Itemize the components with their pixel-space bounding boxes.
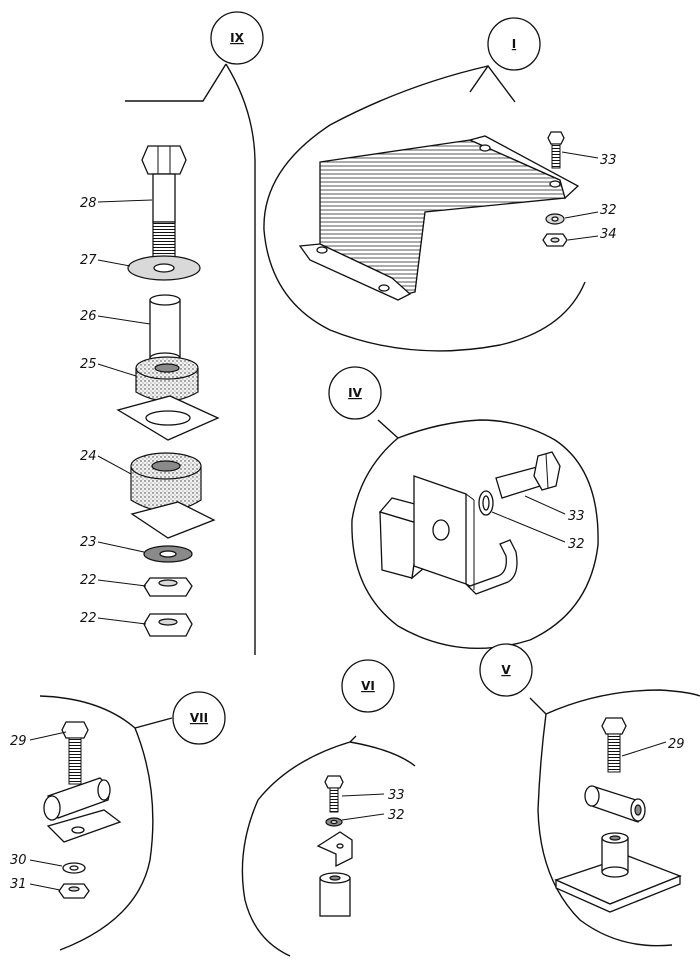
- bracket-i: [298, 135, 580, 301]
- view-vi-callout-circle: [341, 659, 395, 713]
- view-v-callout-circle: [479, 643, 533, 697]
- bolt-29-view-v: [601, 717, 627, 773]
- label-32-view-iv: 32: [568, 537, 585, 552]
- washer-27: [127, 255, 201, 281]
- view-ix-callout-circle: [210, 11, 264, 65]
- label-32-view-vi: 32: [388, 808, 405, 823]
- view-ix-boundary: [125, 63, 256, 655]
- bolt-29-view-vii: [61, 721, 89, 785]
- leader-22b: [97, 617, 147, 625]
- tube-clamp-view-v: [584, 785, 646, 823]
- mount-plate-upper: [116, 395, 220, 441]
- label-26: 26: [80, 309, 97, 324]
- leader-32-view-iv: [491, 511, 566, 543]
- leader-29-view-vii: [29, 731, 67, 741]
- view-v-boundary: [529, 689, 700, 947]
- view-vii-boundary: [39, 695, 173, 951]
- label-33-view-iv: 33: [568, 509, 585, 524]
- leader-24: [97, 455, 132, 475]
- view-ix-label: IX: [230, 31, 244, 45]
- leader-33-view-iv: [524, 495, 566, 515]
- view-vii: VII 29 30 31: [10, 691, 226, 951]
- leader-23: [97, 541, 145, 553]
- nut-34-view-i: [542, 233, 568, 247]
- leader-32-view-i: [564, 211, 599, 219]
- mount-plate-lower: [130, 501, 216, 539]
- view-vii-label: VII: [190, 711, 208, 725]
- label-33-view-i: 33: [600, 153, 617, 168]
- label-29-view-v: 29: [668, 737, 685, 752]
- label-28: 28: [80, 196, 97, 211]
- leader-33-view-i: [561, 151, 599, 159]
- view-vii-callout-circle: [172, 691, 226, 745]
- label-29-view-vii: 29: [10, 734, 27, 749]
- leader-29-view-v: [621, 741, 667, 757]
- washer-32-view-iv: [478, 490, 494, 516]
- view-iv-callout-circle: [328, 366, 382, 420]
- leader-34-view-i: [567, 235, 599, 241]
- label-22-lower: 22: [80, 611, 97, 626]
- bolt-28: [141, 145, 187, 265]
- boss-view-v: [601, 832, 629, 878]
- label-33-view-vi: 33: [388, 788, 405, 803]
- view-vi-boundary: [241, 735, 416, 957]
- leader-32-view-vi: [341, 813, 385, 821]
- view-i: I 33 32 34: [263, 17, 617, 352]
- spacer-view-vi: [319, 872, 351, 917]
- view-iv-boundary: [351, 419, 599, 649]
- label-32-view-i: 32: [600, 203, 617, 218]
- leader-30-view-vii: [29, 859, 63, 867]
- view-vi: VI 33 32: [241, 659, 416, 957]
- tube-clamp-view-vii: [43, 777, 122, 843]
- nut-22-lower: [143, 613, 193, 637]
- rubber-bushing-25: [135, 356, 199, 402]
- view-i-callout-circle: [487, 17, 541, 71]
- label-25: 25: [80, 357, 97, 372]
- leader-33-view-vi: [341, 793, 385, 797]
- bracket-view-vi: [316, 831, 353, 868]
- leader-22a: [97, 579, 147, 587]
- washer-32-view-i: [545, 213, 565, 225]
- washer-32-view-vi: [325, 817, 343, 827]
- bolt-33-view-iv: [495, 451, 561, 499]
- leader-27: [97, 259, 131, 267]
- view-vi-label: VI: [361, 679, 375, 693]
- leader-26: [97, 315, 151, 325]
- label-24: 24: [80, 449, 97, 464]
- label-34-view-i: 34: [600, 227, 617, 242]
- view-ix: IX: [80, 11, 264, 655]
- sleeve-26: [149, 294, 181, 364]
- label-30-view-vii: 30: [10, 853, 27, 868]
- leader-31-view-vii: [29, 883, 61, 891]
- lock-washer-30-view-vii: [62, 862, 86, 874]
- view-v: V 29: [479, 643, 700, 947]
- washer-23: [143, 545, 193, 563]
- label-23: 23: [80, 535, 97, 550]
- base-plate-view-v: [554, 855, 682, 913]
- bracket-view-iv: [413, 475, 518, 595]
- nut-22-upper: [143, 577, 193, 597]
- view-iv-label: IV: [348, 386, 362, 400]
- view-v-label: V: [501, 663, 511, 677]
- label-31-view-vii: 31: [10, 877, 27, 892]
- label-22-upper: 22: [80, 573, 97, 588]
- view-i-label: I: [512, 37, 516, 51]
- nut-31-view-vii: [58, 883, 90, 899]
- bolt-33-view-vi: [324, 775, 344, 813]
- view-i-boundary: [263, 64, 586, 352]
- bolt-33-view-i: [547, 131, 565, 169]
- leader-25: [97, 363, 137, 377]
- rubber-bushing-24: [130, 452, 202, 512]
- view-iv: IV 33 32: [328, 366, 599, 649]
- label-27: 27: [80, 253, 97, 268]
- leader-28: [97, 199, 153, 203]
